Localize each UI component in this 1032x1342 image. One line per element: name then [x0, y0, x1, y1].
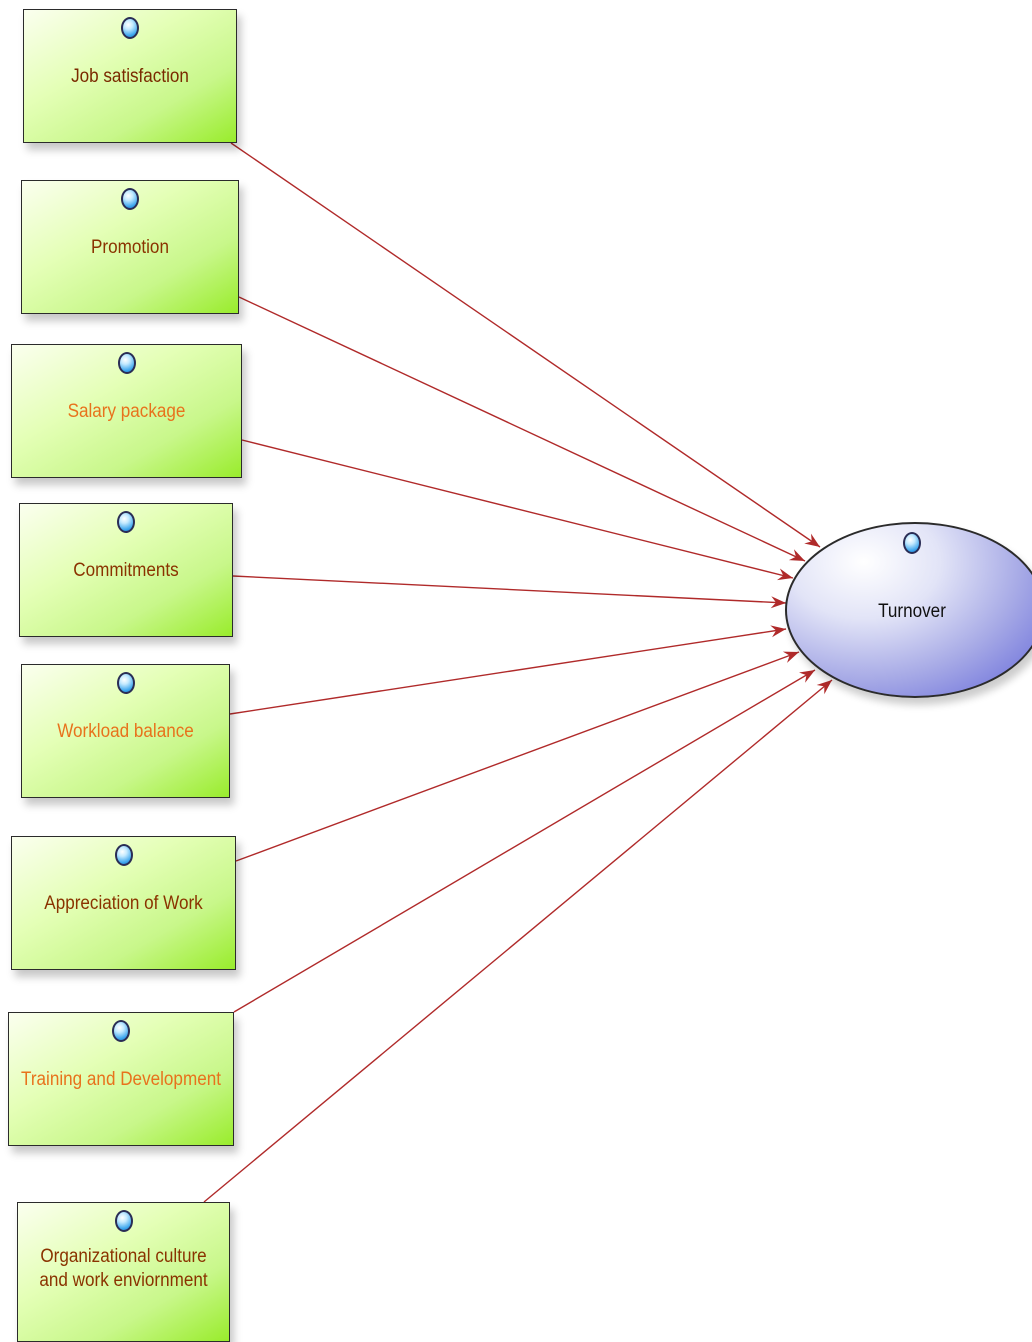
- node-workload-balance[interactable]: Workload balance: [21, 664, 230, 798]
- arrowhead: [770, 596, 786, 609]
- indicator-icon: [121, 188, 139, 210]
- path-line: [241, 439, 794, 579]
- arrowhead: [799, 670, 815, 683]
- arrowhead: [782, 651, 799, 663]
- node-turnover[interactable]: Turnover: [785, 522, 1032, 698]
- indicator-icon: [114, 844, 133, 866]
- node-label: Salary package: [67, 401, 186, 422]
- path-line: [230, 142, 821, 548]
- node-promotion[interactable]: Promotion: [21, 180, 239, 314]
- path-line: [229, 628, 787, 715]
- indicator-icon: [121, 17, 139, 39]
- path-line: [238, 296, 806, 562]
- node-organizational-culture[interactable]: Organizational culture and work enviornm…: [17, 1202, 230, 1342]
- indicator-icon: [112, 1020, 130, 1042]
- node-training-and-development[interactable]: Training and Development: [8, 1012, 234, 1146]
- node-label: Training and Development: [21, 1069, 221, 1090]
- node-label: Turnover: [878, 601, 946, 622]
- node-label: Appreciation of Work: [44, 893, 203, 914]
- path-line: [203, 679, 833, 1203]
- node-label: Workload balance: [57, 721, 194, 742]
- indicator-icon: [116, 672, 135, 694]
- node-salary-package[interactable]: Salary package: [11, 344, 242, 478]
- arrowhead: [776, 568, 793, 581]
- indicator-icon: [117, 352, 136, 374]
- arrowhead: [770, 625, 786, 638]
- node-commitments[interactable]: Commitments: [19, 503, 233, 637]
- path-line: [232, 575, 787, 604]
- indicator-icon: [117, 511, 135, 533]
- node-label: Organizational culture and work enviornm…: [39, 1246, 208, 1291]
- indicator-icon: [903, 532, 921, 554]
- path-line: [235, 651, 800, 862]
- arrowhead: [804, 533, 820, 547]
- node-label: Job satisfaction: [71, 66, 189, 87]
- node-appreciation-of-work[interactable]: Appreciation of Work: [11, 836, 236, 970]
- arrowhead: [816, 680, 832, 695]
- path-line: [233, 669, 816, 1013]
- node-label: Promotion: [91, 237, 169, 258]
- node-job-satisfaction[interactable]: Job satisfaction: [23, 9, 237, 143]
- node-label: Commitments: [73, 560, 179, 581]
- arrowhead: [788, 549, 805, 561]
- indicator-icon: [114, 1210, 133, 1232]
